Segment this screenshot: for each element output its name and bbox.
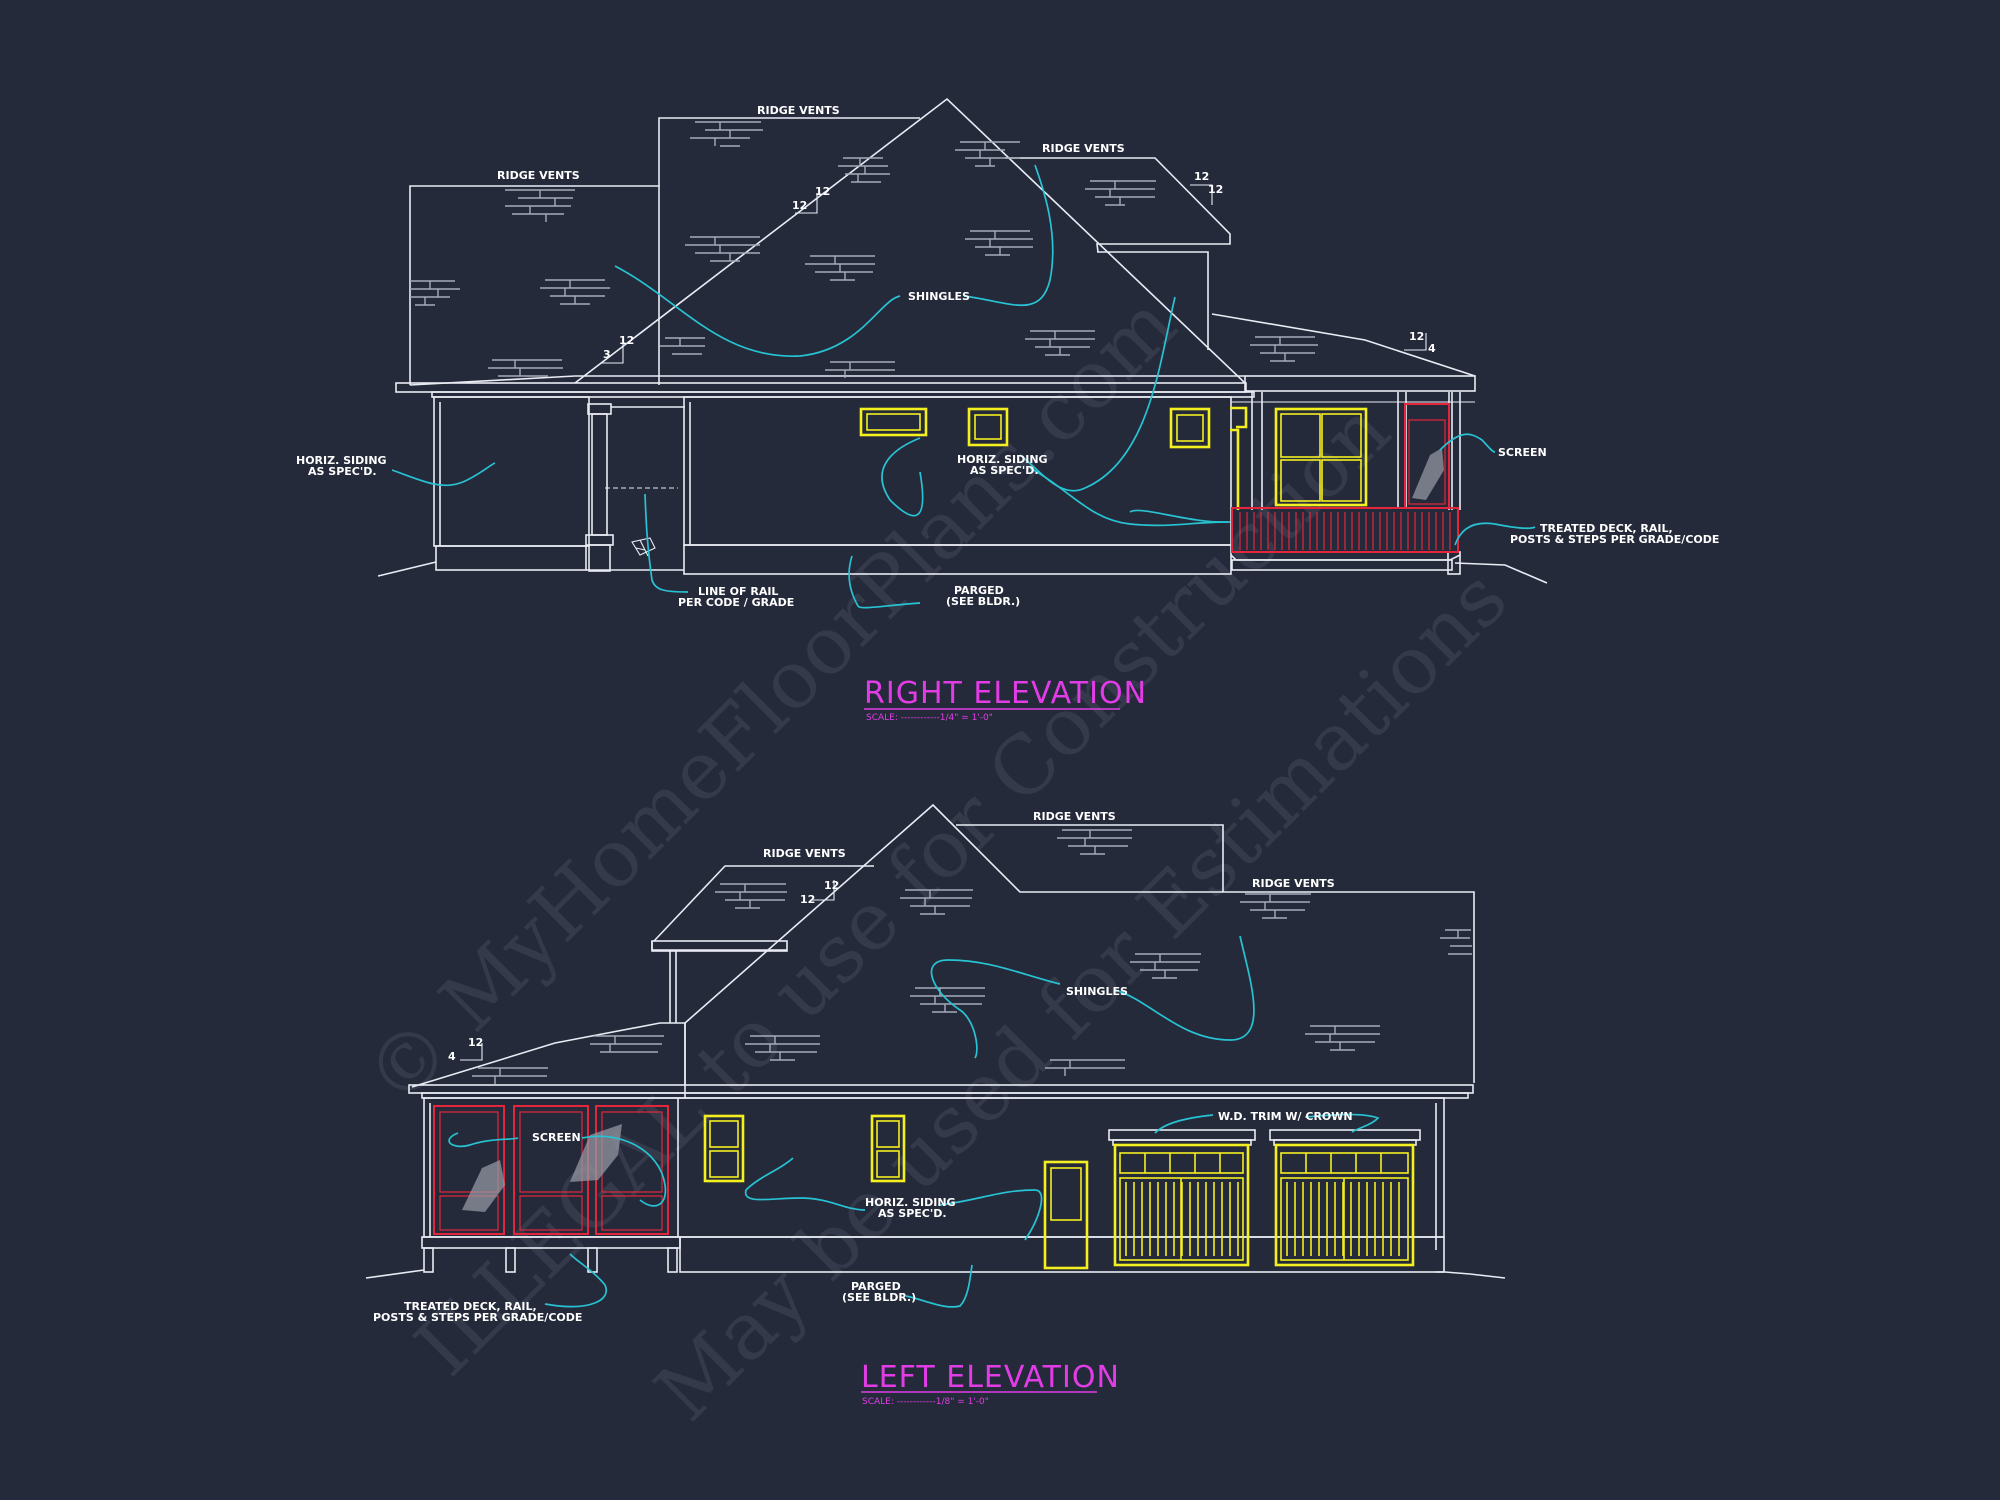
label-as-specd: AS SPEC'D. — [970, 464, 1039, 477]
label-posts-steps: POSTS & STEPS PER GRADE/CODE — [373, 1311, 582, 1324]
label-ridge-vents: RIDGE VENTS — [763, 847, 846, 860]
right-elevation-leaders — [391, 164, 1536, 609]
right-elevation-title: RIGHT ELEVATION — [864, 676, 1147, 711]
label-horiz-siding: HORIZ. SIDING — [957, 453, 1048, 466]
right-elevation: 12 12 12 12 12 3 12 4 — [296, 97, 1719, 723]
pitch-run: 12 — [1208, 183, 1223, 196]
left-elevation: 12 12 12 4 — [365, 803, 1506, 1407]
right-elevation-scale: SCALE: ------------1/4" = 1'-0" — [866, 713, 993, 723]
left-elevation-labels: RIDGE VENTS RIDGE VENTS RIDGE VENTS SHIN… — [373, 810, 1353, 1324]
pitch-rise: 12 — [1194, 170, 1209, 183]
left-elevation-screen-porch — [433, 1105, 669, 1235]
label-ridge-vents: RIDGE VENTS — [1033, 810, 1116, 823]
right-elevation-screen-deck — [1231, 403, 1459, 553]
left-elevation-leaders — [448, 935, 1380, 1308]
label-screen: SCREEN — [532, 1131, 581, 1144]
pitch-run: 4 — [448, 1050, 456, 1063]
label-screen: SCREEN — [1498, 446, 1547, 459]
right-elevation-shingle-hatch — [410, 121, 1318, 378]
label-as-specd: AS SPEC'D. — [878, 1207, 947, 1220]
label-parged: PARGED — [954, 584, 1004, 597]
label-treated-deck: TREATED DECK, RAIL, — [1540, 522, 1673, 535]
label-see-bldr: (SEE BLDR.) — [842, 1291, 916, 1304]
right-elevation-labels: RIDGE VENTS RIDGE VENTS RIDGE VENTS SHIN… — [296, 104, 1719, 609]
label-as-specd: AS SPEC'D. — [308, 465, 377, 478]
label-horiz-siding: HORIZ. SIDING — [296, 454, 387, 467]
pitch-rise: 12 — [1409, 330, 1424, 343]
label-posts-steps: POSTS & STEPS PER GRADE/CODE — [1510, 533, 1719, 546]
label-treated-deck: TREATED DECK, RAIL, — [404, 1300, 537, 1313]
pitch-rise: 12 — [468, 1036, 483, 1049]
left-elevation-title: LEFT ELEVATION — [861, 1360, 1120, 1395]
label-wd-trim: W.D. TRIM W/ CROWN — [1218, 1110, 1353, 1123]
label-ridge-vents: RIDGE VENTS — [1252, 877, 1335, 890]
pitch-run: 4 — [1428, 342, 1436, 355]
label-parged: PARGED — [851, 1280, 901, 1293]
pitch-run: 12 — [792, 199, 807, 212]
label-ridge-vents: RIDGE VENTS — [757, 104, 840, 117]
label-shingles: SHINGLES — [908, 290, 970, 303]
pitch-run: 12 — [800, 893, 815, 906]
label-see-bldr: (SEE BLDR.) — [946, 595, 1020, 608]
right-elevation-windows — [859, 406, 1368, 510]
pitch-run: 3 — [603, 348, 611, 361]
label-ridge-vents: RIDGE VENTS — [497, 169, 580, 182]
label-shingles: SHINGLES — [1066, 985, 1128, 998]
label-horiz-siding: HORIZ. SIDING — [865, 1196, 956, 1209]
right-elevation-roof: 12 12 12 12 12 3 12 4 — [395, 97, 1476, 398]
pitch-rise: 12 — [619, 334, 634, 347]
label-line-of-rail: LINE OF RAIL — [698, 585, 778, 598]
pitch-rise: 12 — [815, 185, 830, 198]
label-per-code-grade: PER CODE / GRADE — [678, 596, 794, 609]
left-elevation-windows-doors — [703, 1114, 1415, 1270]
left-elevation-walls — [365, 1097, 1506, 1279]
label-ridge-vents: RIDGE VENTS — [1042, 142, 1125, 155]
pitch-rise: 12 — [824, 879, 839, 892]
left-elevation-scale: SCALE: ------------1/8" = 1'-0" — [862, 1397, 989, 1407]
